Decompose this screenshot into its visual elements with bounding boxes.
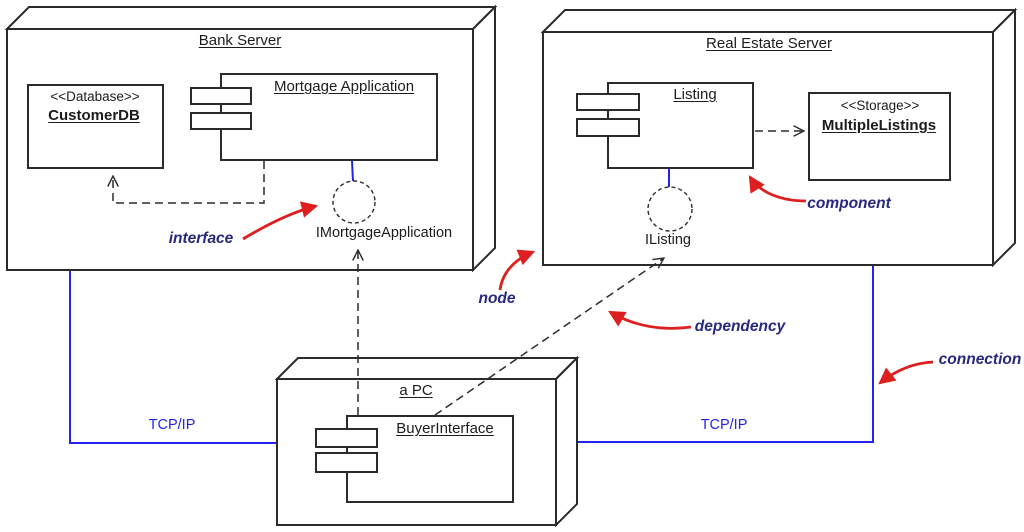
mortgage-application-title: Mortgage Application xyxy=(273,78,415,95)
dependency-mortgage-to-customerdb xyxy=(113,161,265,204)
interface-annotation: interface xyxy=(168,230,234,247)
dependency-annotation-arrow xyxy=(608,310,692,330)
mortgage-interface-link xyxy=(351,160,354,182)
mortgage-application-box xyxy=(220,73,438,161)
customer-db-box xyxy=(27,84,164,169)
a-pc-right-face xyxy=(555,355,578,528)
a-pc-top-face xyxy=(274,357,580,380)
multiple-listings-stereotype: <<Storage>> xyxy=(840,98,920,113)
bank-server-title: Bank Server xyxy=(198,32,282,49)
bank-server-top-face xyxy=(4,6,498,30)
tcpip-connection-right xyxy=(578,266,874,443)
connection-annotation-arrow xyxy=(878,360,934,385)
real-estate-server-title: Real Estate Server xyxy=(706,35,832,52)
bank-server-right-face xyxy=(472,4,496,273)
real-estate-server-right-face xyxy=(992,7,1016,268)
customer-db-name: CustomerDB xyxy=(48,107,140,124)
listing-tab-2 xyxy=(576,118,640,137)
multiple-listings-box xyxy=(808,92,951,181)
mortgage-application-tab-2 xyxy=(190,112,252,130)
listing-tab-1 xyxy=(576,93,640,111)
ilisting-circle xyxy=(647,186,693,232)
connection-annotation: connection xyxy=(938,351,1022,368)
node-annotation-arrow xyxy=(498,249,536,291)
ilisting-label: IListing xyxy=(645,232,691,248)
tcpip-connection-left xyxy=(69,271,276,444)
imortgage-application-label: IMortgageApplication xyxy=(315,225,453,241)
buyer-interface-title: BuyerInterface xyxy=(396,420,494,437)
mortgage-application-tab-1 xyxy=(190,87,252,105)
real-estate-server-top-face xyxy=(540,9,1018,33)
a-pc-title: a PC xyxy=(399,382,433,399)
listing-title: Listing xyxy=(673,86,717,103)
customer-db-stereotype: <<Database>> xyxy=(50,89,140,104)
buyer-interface-tab-1 xyxy=(315,428,378,448)
multiple-listings-name: MultipleListings xyxy=(821,117,937,134)
dependency-buyer-to-ilisting xyxy=(434,258,664,416)
component-annotation: component xyxy=(807,195,891,212)
buyer-interface-tab-2 xyxy=(315,452,378,473)
tcpip-label-right: TCP/IP xyxy=(700,417,748,433)
node-annotation: node xyxy=(478,290,516,307)
component-annotation-arrow xyxy=(748,175,807,203)
tcpip-label-left: TCP/IP xyxy=(148,417,196,433)
dependency-annotation: dependency xyxy=(694,318,786,335)
interface-annotation-arrow xyxy=(242,201,319,241)
imortgage-application-circle xyxy=(332,180,376,224)
